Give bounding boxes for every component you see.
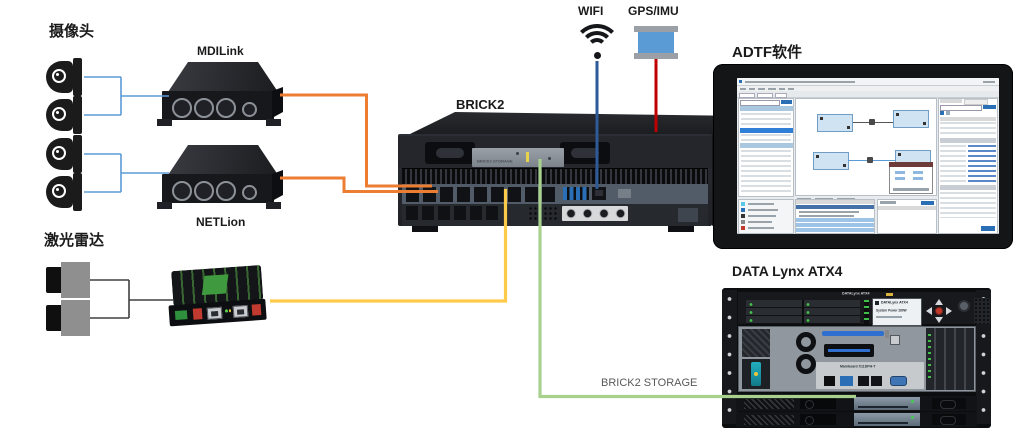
cameras-label: 摄像头 (49, 23, 95, 40)
lidar-icon (46, 300, 90, 336)
rack-top-section: DATALynx ATX4 DATALynx ATX4 System Power… (738, 292, 990, 326)
lidars-to-converter-wire (90, 279, 173, 319)
cameras-to-netlion-wire (84, 153, 169, 193)
vga-connector (890, 376, 907, 386)
adtf-selected-item (739, 128, 793, 133)
brick2-storage-label: BRICK2 STORAGE (601, 377, 698, 389)
rack-psu (974, 298, 990, 324)
adtf-label: ADTF软件 (732, 44, 802, 61)
brick2-device: BRICK2 STORAGE (396, 108, 752, 234)
brick2-ethernet-row2 (406, 206, 502, 220)
camera-icon (46, 58, 84, 96)
netlion-label: NETLion (196, 215, 246, 229)
mdilink-label: MDILink (197, 44, 244, 58)
adtf-graph-node (893, 110, 929, 128)
wifi-label: WIFI (578, 4, 604, 18)
camera-icon (46, 135, 84, 173)
netlion-device (157, 143, 284, 209)
gps-imu-icon (634, 26, 678, 59)
brick2-ethernet-row (406, 187, 559, 202)
camera-icon (46, 173, 84, 211)
adtf-graph-node (813, 152, 849, 170)
brick2-m12-connectors (562, 206, 628, 221)
brick2-storage-plate: BRICK2 STORAGE (472, 148, 564, 167)
brick2-wifi-port (592, 187, 606, 200)
gps-imu-label: GPS/IMU (628, 4, 679, 18)
rack-power-knob (958, 300, 970, 312)
adtf-graph-node (817, 114, 853, 132)
brick2-label: BRICK2 (456, 97, 505, 112)
cameras-to-mdilink-wire (84, 76, 169, 116)
rack-brand-label: DATALynx ATX4 (842, 292, 870, 296)
lidar-icon (46, 262, 90, 298)
datalynx-label: DATA Lynx ATX4 (732, 263, 843, 279)
mdilink-device (157, 60, 284, 126)
lidar-converter-device (166, 264, 270, 330)
camera-icon (46, 96, 84, 134)
rack-mainboard-plate: Mainboard X11DPH-T (816, 362, 924, 389)
brick2-usb-ports (563, 187, 589, 200)
rack-ear-left (722, 290, 737, 424)
rack-pci-slots (926, 328, 974, 390)
adtf-laptop (713, 64, 1013, 249)
adtf-screen (737, 78, 999, 234)
brick2-storage-unit (736, 412, 977, 427)
rack-dpad-controls (926, 298, 952, 324)
datalynx-rack: DATALynx ATX4 DATALynx ATX4 System Power… (722, 288, 991, 428)
brick2-storage-unit (736, 396, 977, 411)
rack-drive-bays (746, 300, 860, 324)
wifi-icon (569, 22, 625, 62)
rack-mainboard-section: Mainboard X11DPH-T (738, 326, 976, 392)
rack-lcd-display: DATALynx ATX4 System Power 280W (872, 298, 922, 326)
lidar-label: 激光雷达 (44, 232, 105, 249)
